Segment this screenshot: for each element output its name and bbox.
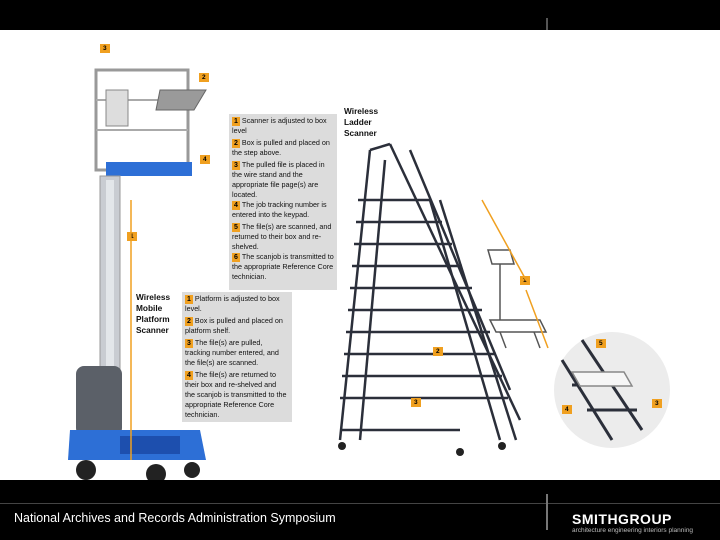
footer-separator xyxy=(546,494,548,530)
mobile-platform-illustration xyxy=(68,68,207,484)
rolling-ladder-illustration xyxy=(338,142,522,456)
platform-callout-2: 2 xyxy=(199,73,209,82)
ladder-title: Wireless Ladder Scanner xyxy=(344,106,379,138)
smithgroup-logo: SMITHGROUP xyxy=(572,511,672,527)
ladder-callout-3b: 3 xyxy=(652,399,662,408)
footer-title: National Archives and Records Administra… xyxy=(14,511,336,525)
ladder-callout-5: 5 xyxy=(596,339,606,348)
scanner-stand-illustration xyxy=(487,249,548,349)
ladder-steps-panel xyxy=(229,114,337,290)
platform-title: Wireless Mobile Platform Scanner xyxy=(136,292,171,335)
top-divider xyxy=(546,18,548,30)
top-bar xyxy=(0,0,720,30)
footer-bar xyxy=(0,480,720,540)
scanner-detail-zoom xyxy=(554,332,670,448)
ladder-callout-4: 4 xyxy=(562,405,572,414)
platform-callout-4: 4 xyxy=(200,155,210,164)
ladder-callout-1: 1 xyxy=(520,276,530,285)
platform-callout-1: 1 xyxy=(127,232,137,241)
leader-lines xyxy=(130,199,549,460)
ladder-callout-3: 3 xyxy=(411,398,421,407)
smithgroup-tagline: architecture engineering interiors plann… xyxy=(572,527,694,534)
platform-callout-3: 3 xyxy=(100,44,110,53)
footer-divider-line xyxy=(0,503,720,504)
platform-steps-panel xyxy=(182,292,292,422)
ladder-callout-2: 2 xyxy=(433,347,443,356)
